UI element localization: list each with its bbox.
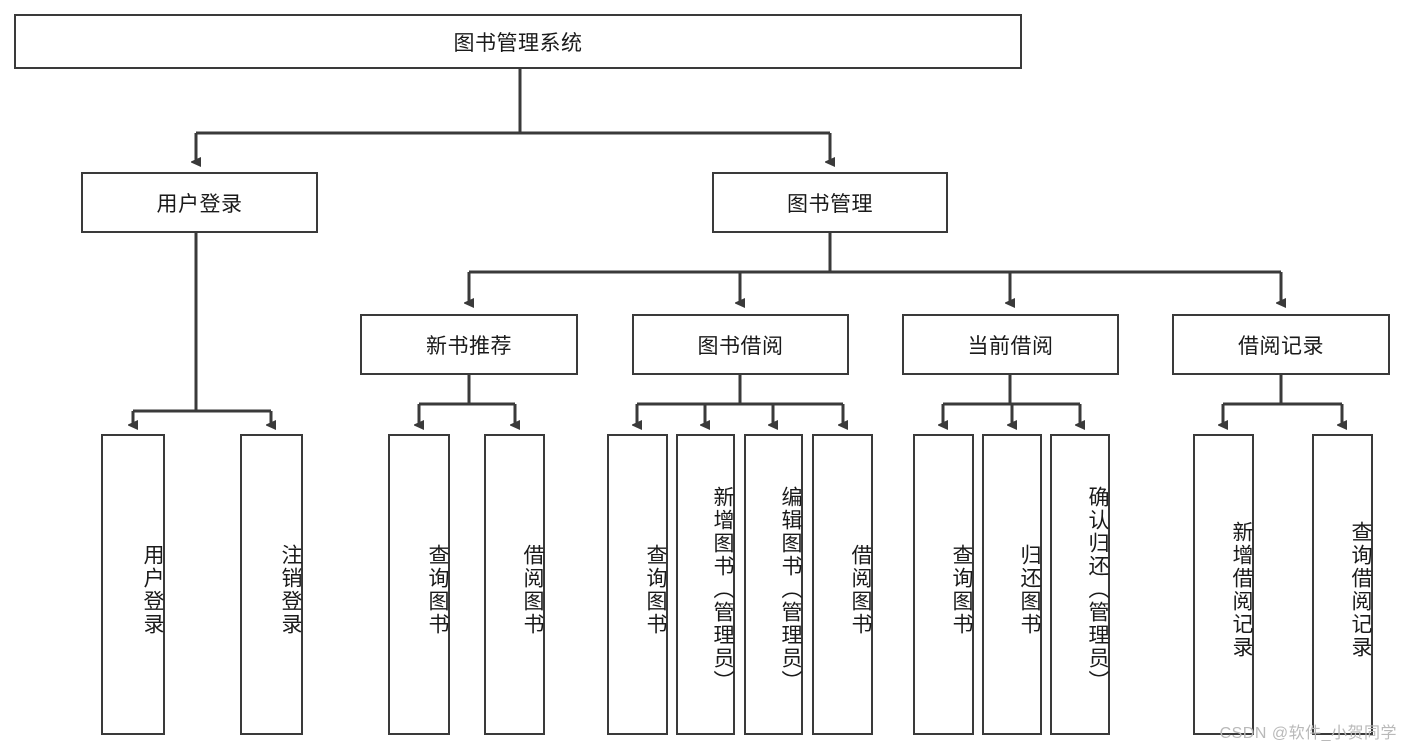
leaf-label: 查询图书 — [644, 543, 667, 636]
node-root[interactable]: 图书管理系统 — [14, 14, 1022, 69]
leaf-user-login-logout[interactable]: 注销登录 — [240, 434, 303, 735]
csdn-watermark: CSDN @软件_小贺同学 — [1219, 725, 1397, 742]
leaf-current-borrow-query[interactable]: 查询图书 — [913, 434, 974, 735]
node-book-borrow-label: 图书借阅 — [697, 334, 784, 358]
node-borrow-record[interactable]: 借阅记录 — [1172, 314, 1390, 375]
node-user-login[interactable]: 用户登录 — [81, 172, 318, 233]
leaf-label: 查询图书 — [950, 543, 973, 636]
node-new-book-recommend[interactable]: 新书推荐 — [360, 314, 578, 375]
leaf-book-borrow-borrow[interactable]: 借阅图书 — [812, 434, 873, 735]
leaf-label: 归还图书 — [1018, 543, 1041, 636]
leaf-label: 新增图书（管理员） — [711, 486, 734, 693]
leaf-current-borrow-confirm[interactable]: 确认归还（管理员） — [1050, 434, 1110, 735]
leaf-label: 查询借阅记录 — [1349, 520, 1372, 659]
node-new-book-recommend-label: 新书推荐 — [426, 334, 512, 358]
leaf-new-book-query[interactable]: 查询图书 — [388, 434, 450, 735]
leaf-label: 注销登录 — [279, 543, 302, 636]
node-book-management[interactable]: 图书管理 — [712, 172, 948, 233]
node-book-management-label: 图书管理 — [787, 192, 873, 216]
leaf-current-borrow-return[interactable]: 归还图书 — [982, 434, 1042, 735]
leaf-book-borrow-edit[interactable]: 编辑图书（管理员） — [744, 434, 803, 735]
leaf-label: 编辑图书（管理员） — [779, 486, 802, 693]
node-current-borrow-label: 当前借阅 — [967, 334, 1054, 358]
node-root-label: 图书管理系统 — [453, 31, 583, 55]
node-user-login-label: 用户登录 — [156, 192, 243, 216]
leaf-user-login-login[interactable]: 用户登录 — [101, 434, 165, 735]
leaf-label: 借阅图书 — [521, 543, 544, 636]
leaf-borrow-record-add[interactable]: 新增借阅记录 — [1193, 434, 1254, 735]
leaf-label: 借阅图书 — [849, 543, 872, 636]
leaf-book-borrow-query[interactable]: 查询图书 — [607, 434, 668, 735]
leaf-label: 新增借阅记录 — [1230, 520, 1253, 659]
leaf-borrow-record-query[interactable]: 查询借阅记录 — [1312, 434, 1373, 735]
leaf-label: 用户登录 — [141, 543, 164, 636]
leaf-label: 确认归还（管理员） — [1086, 486, 1109, 693]
node-current-borrow[interactable]: 当前借阅 — [902, 314, 1119, 375]
node-book-borrow[interactable]: 图书借阅 — [632, 314, 849, 375]
leaf-new-book-borrow[interactable]: 借阅图书 — [484, 434, 545, 735]
node-borrow-record-label: 借阅记录 — [1238, 334, 1324, 358]
leaf-book-borrow-add[interactable]: 新增图书（管理员） — [676, 434, 735, 735]
leaf-label: 查询图书 — [426, 543, 449, 636]
